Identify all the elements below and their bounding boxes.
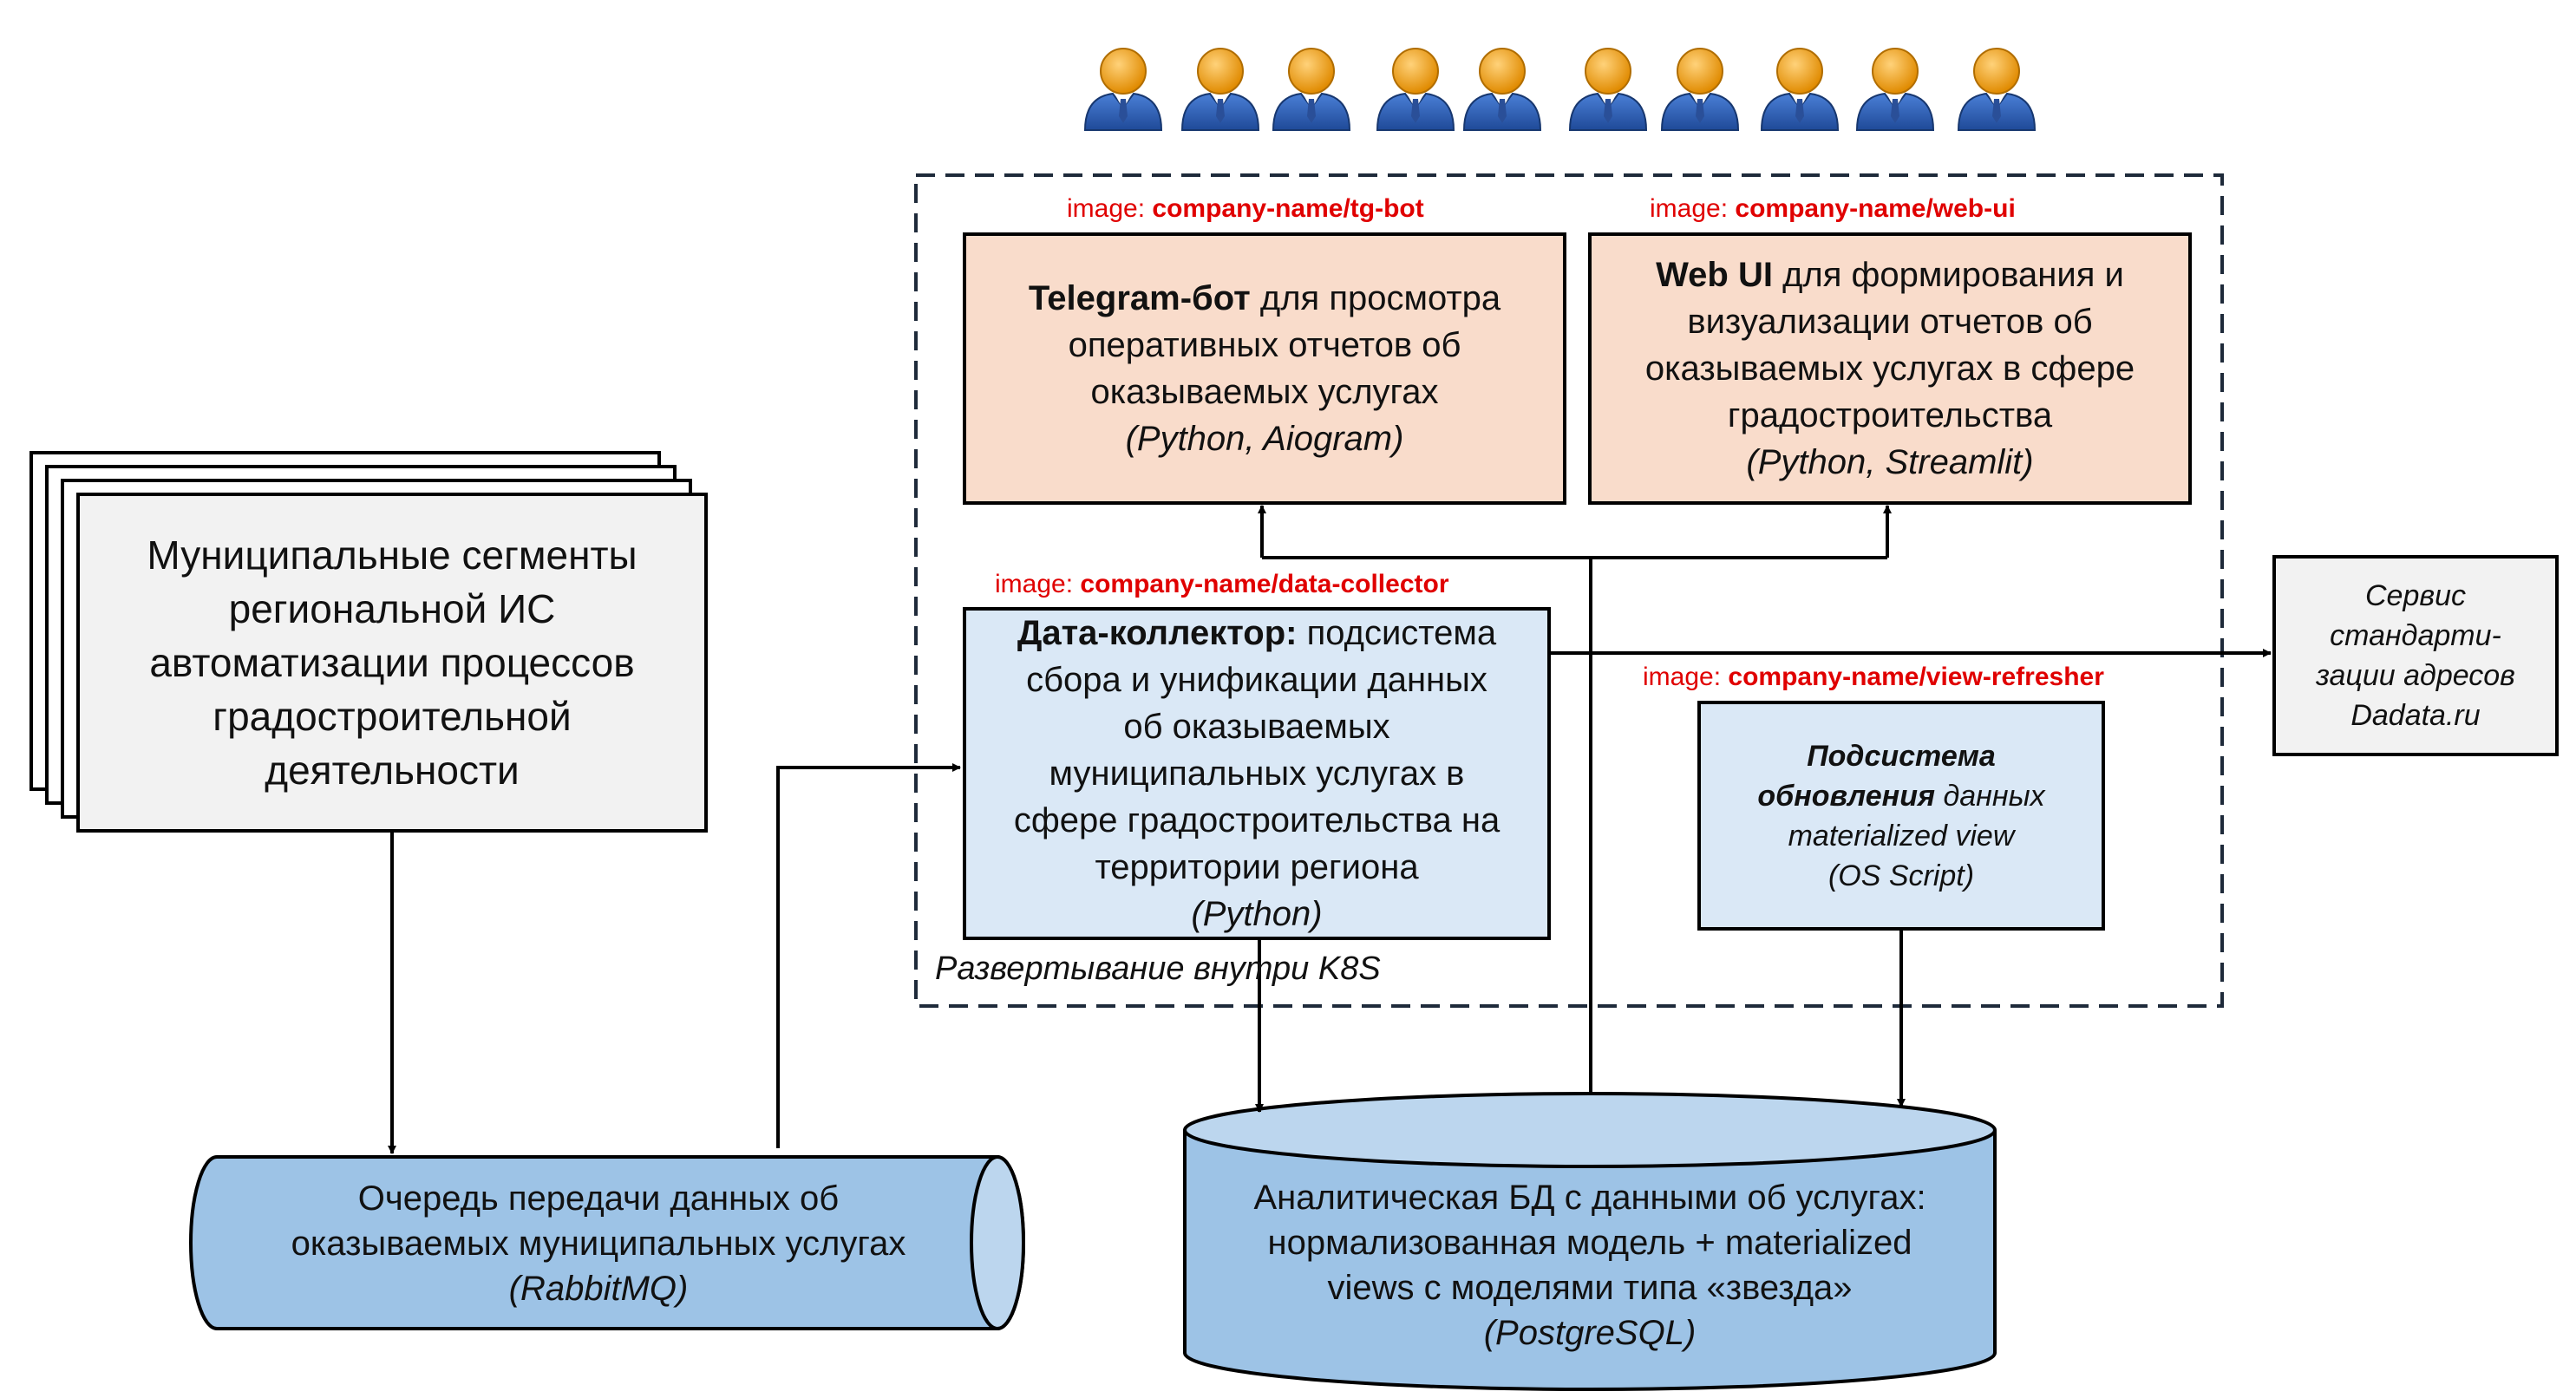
data-collector-tech: (Python) (1191, 895, 1323, 933)
image-label-tg-bot: image: company-name/tg-bot (1067, 194, 1424, 223)
image-label-view-refresher: image: company-name/view-refresher (1643, 663, 2104, 691)
data-collector-box: Дата-коллектор: подсистема сбора и унифи… (963, 607, 1551, 940)
user-icon (1181, 48, 1259, 131)
user-icon (1272, 48, 1350, 131)
user-icon (1856, 48, 1934, 131)
connectors (388, 505, 2272, 1154)
view-refresher-tech: (OS Script) (1827, 859, 1975, 892)
telegram-bot-title: Telegram-бот (1028, 279, 1251, 317)
user-icon (1376, 48, 1455, 131)
database-tech: (PostgreSQL) (1483, 1314, 1697, 1352)
image-label-data-collector: image: company-name/data-collector (995, 570, 1449, 598)
user-icon (1958, 48, 2036, 131)
web-ui-title: Web UI (1656, 256, 1773, 294)
web-ui-box: Web UI для формирования и визуализации о… (1588, 232, 2192, 505)
k8s-label: Развертывание внутри K8S (935, 951, 1381, 987)
web-ui-tech: (Python, Streamlit) (1746, 443, 2034, 481)
view-refresher-box: Подсистема обновления данных materialize… (1697, 701, 2105, 931)
telegram-bot-tech: (Python, Aiogram) (1125, 420, 1404, 458)
database-label: Аналитическая БД с данными об услугах: н… (1185, 1169, 1995, 1362)
k8s-boundary (914, 173, 2224, 1008)
user-icon (1084, 48, 1162, 131)
municipal-segments-box: Муниципальные сегменты региональной ИС а… (147, 532, 637, 793)
user-icon (1661, 48, 1739, 131)
image-label-web-ui: image: company-name/web-ui (1650, 194, 2016, 223)
telegram-bot-box: Telegram-бот для просмотра оперативных о… (963, 232, 1566, 505)
queue-cylinder (189, 1155, 1025, 1330)
user-icon (1463, 48, 1541, 131)
queue-tech: (RabbitMQ) (508, 1270, 689, 1308)
data-collector-title: Дата-коллектор: (1017, 614, 1298, 652)
user-icon (1569, 48, 1647, 131)
dadata-service-box: Сервис стандарти- зации адресов Dadata.r… (2272, 555, 2559, 756)
users-group (1084, 48, 2036, 131)
database-cylinder (1183, 1092, 1997, 1391)
municipal-stack (29, 451, 708, 833)
user-icon (1761, 48, 1839, 131)
queue-label: Очередь передачи данных об оказываемых м… (199, 1167, 997, 1320)
